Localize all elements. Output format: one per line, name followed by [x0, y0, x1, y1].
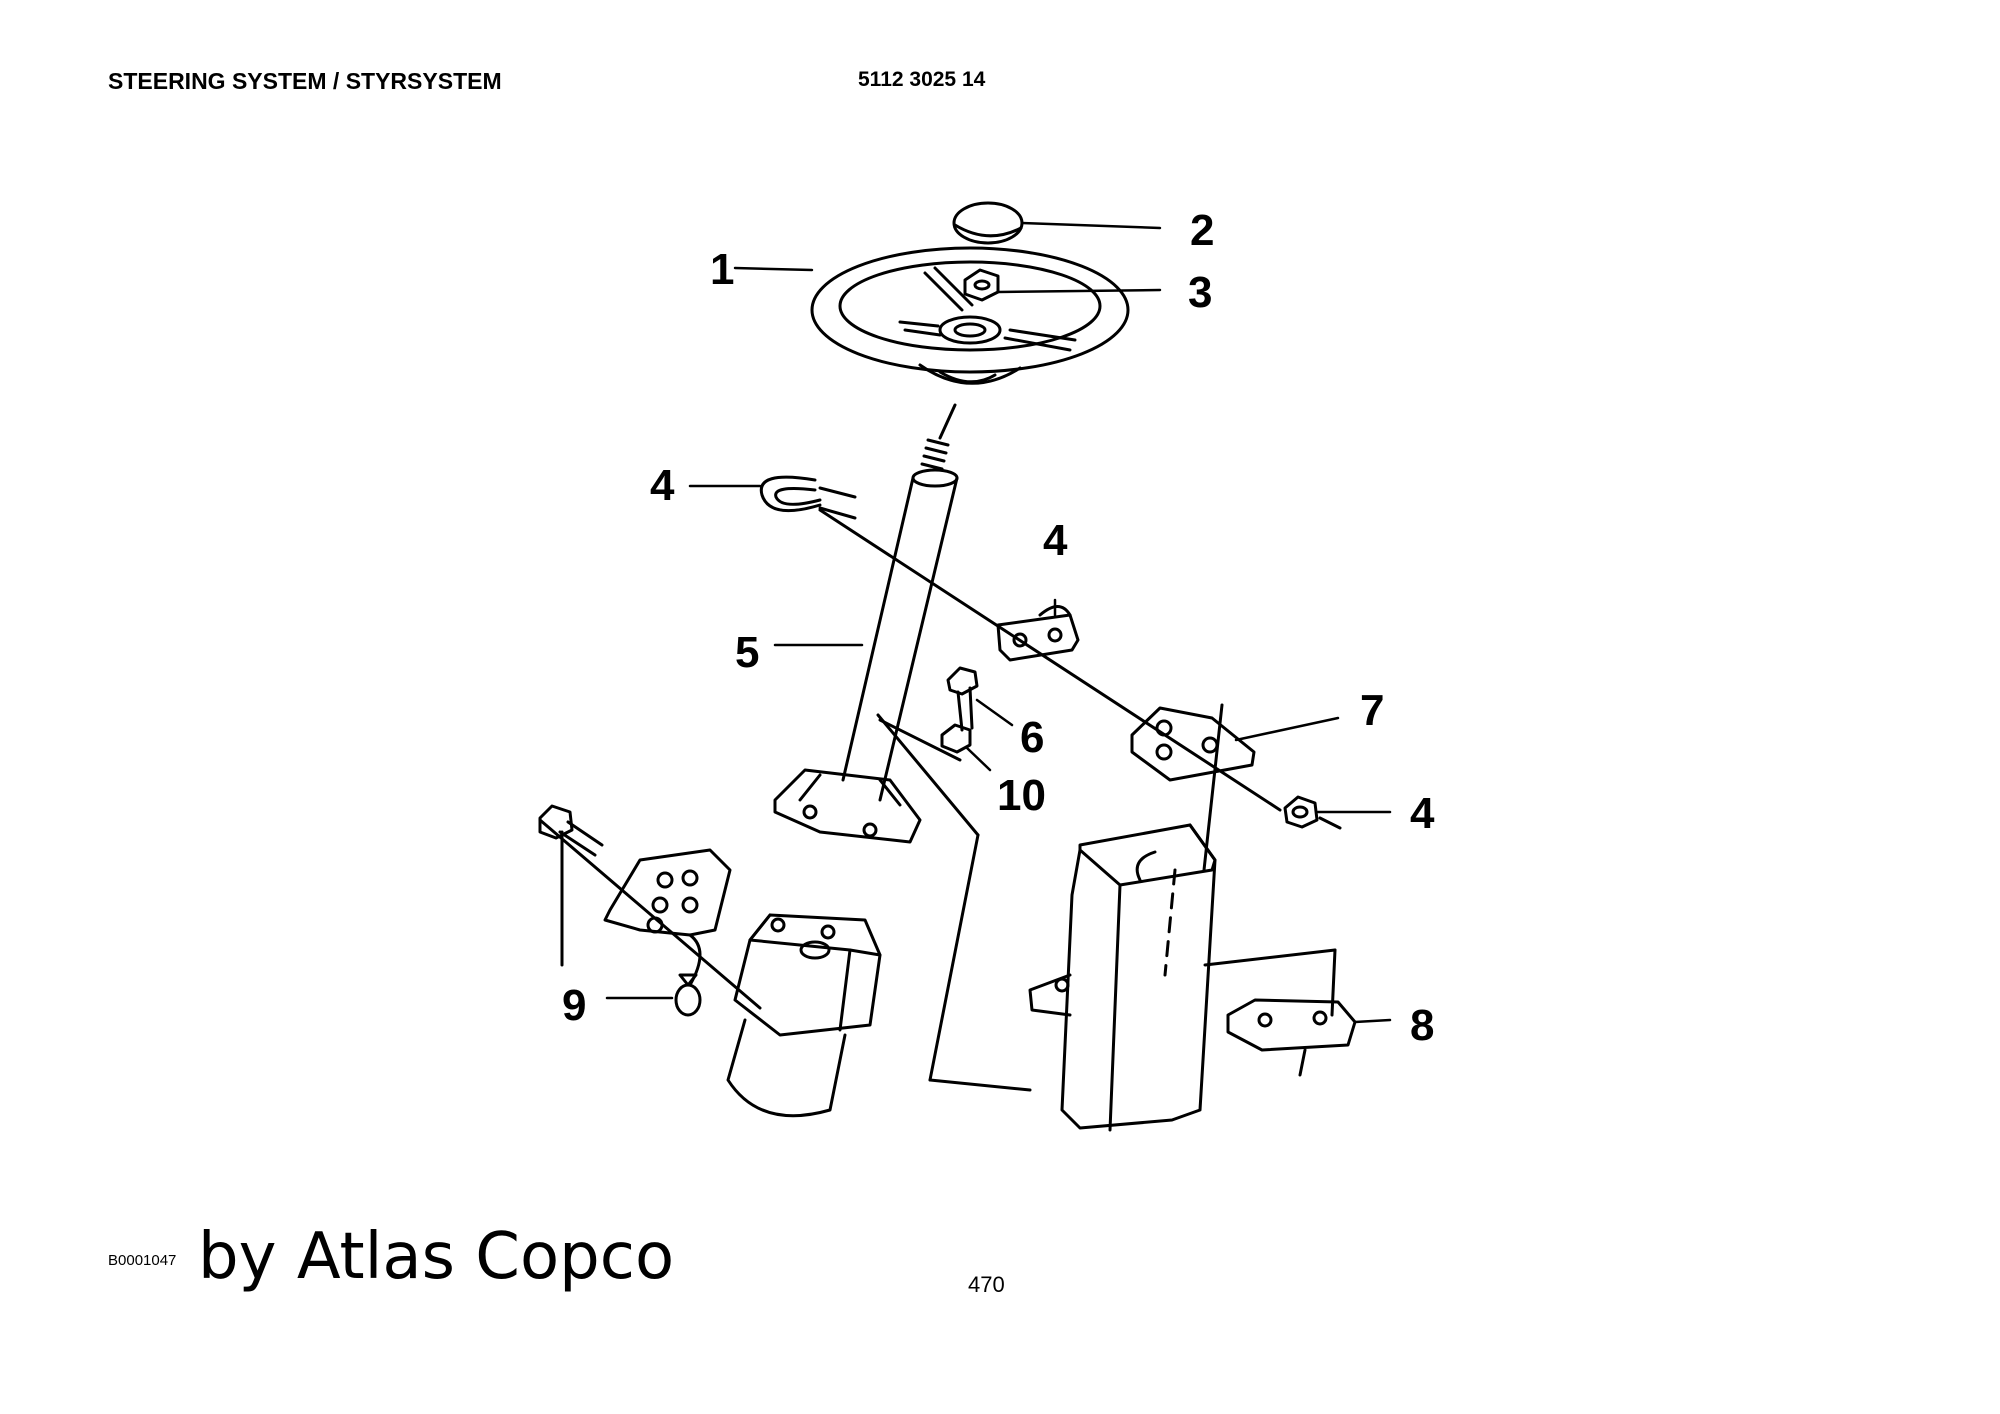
- mounting-flange: [773, 713, 1032, 1092]
- angle-bracket: [1130, 703, 1256, 872]
- steering-valve-body: [726, 913, 882, 1118]
- frame-bracket: [1028, 823, 1337, 1132]
- callout-2: 2: [1190, 206, 1214, 255]
- callout-5: 5: [735, 628, 759, 677]
- port-block: [538, 818, 762, 1010]
- leader-lines: [605, 221, 1392, 1024]
- banjo-bolt: [538, 804, 702, 1017]
- callout-6: 6: [1020, 713, 1044, 762]
- callout-4-clamp: 4: [1043, 516, 1068, 565]
- steering-wheel: [810, 246, 1130, 385]
- callout-4-lock-nut: 4: [1410, 789, 1435, 838]
- callout-8: 8: [1410, 1001, 1434, 1050]
- bolt-and-nut: [878, 666, 979, 762]
- page-number: 470: [968, 1272, 1005, 1297]
- part-number: 5112 3025 14: [858, 68, 986, 91]
- callout-7: 7: [1360, 686, 1384, 735]
- callout-4-u-bolt: 4: [650, 461, 675, 510]
- callout-1: 1: [710, 245, 734, 294]
- steering-column: [841, 468, 959, 802]
- wheel-nut: [963, 268, 1000, 302]
- page-title: STEERING SYSTEM / STYRSYSTEM: [108, 68, 502, 94]
- drawing-code: B0001047: [108, 1252, 177, 1269]
- lock-nut: [1283, 795, 1342, 830]
- horn-cap: [952, 201, 1024, 245]
- callout-9: 9: [562, 981, 586, 1030]
- shaft-thread: [920, 403, 957, 471]
- callout-3: 3: [1188, 268, 1212, 317]
- callout-numbers: 1 2 3 4 4 4 5 6 7 8 9 10: [562, 206, 1435, 1050]
- brand-text: by Atlas Copco: [198, 1220, 675, 1294]
- callout-10: 10: [997, 771, 1046, 820]
- clamp-plate: [996, 605, 1080, 662]
- u-bolt: [759, 475, 1282, 812]
- spacer-plate: [1226, 998, 1357, 1077]
